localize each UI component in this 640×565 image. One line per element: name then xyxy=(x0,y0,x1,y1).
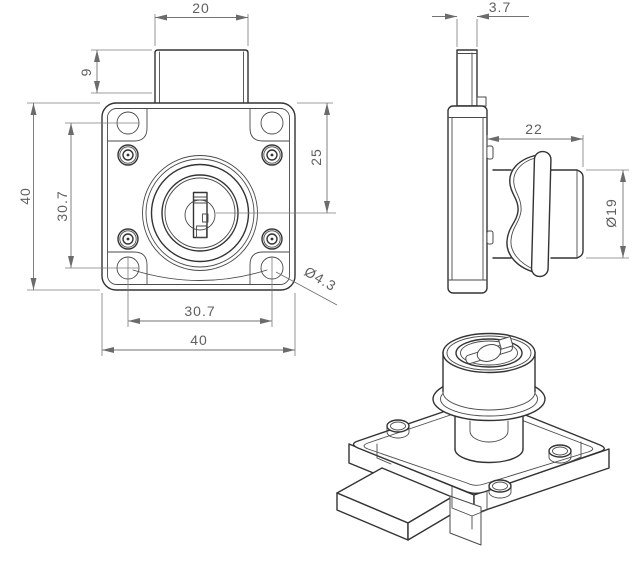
dim-cylinder-diameter: Ø19 xyxy=(586,169,629,259)
dim-label-latch-thickness: 3.7 xyxy=(489,0,511,15)
dim-label-plate-width: 40 xyxy=(190,332,208,348)
side-view: 3.7 22 Ø19 xyxy=(432,0,629,294)
plate-and-body-side xyxy=(447,105,494,294)
dim-latch-thickness: 3.7 xyxy=(432,0,529,47)
dim-tab-height: 9 xyxy=(78,49,152,94)
dim-label-tab-width: 20 xyxy=(192,0,210,16)
dim-label-hole-spacing-horizontal: 30.7 xyxy=(184,303,215,319)
keyhole xyxy=(184,191,216,239)
rivet xyxy=(117,228,139,250)
mounting-plate-front xyxy=(101,102,296,291)
wave-washer xyxy=(506,154,538,274)
iso-corner-tower xyxy=(449,495,482,546)
front-view: 20 9 40 30.7 25 Ø4.3 30.7 xyxy=(17,0,339,356)
dim-cylinder-length: 22 xyxy=(486,121,584,167)
boss xyxy=(488,479,512,499)
dim-label-cylinder-diameter: Ø19 xyxy=(603,198,619,227)
dim-hole-spacing-vertical: 30.7 xyxy=(54,122,139,269)
isometric-view xyxy=(336,332,610,546)
rivet xyxy=(261,144,283,166)
dim-label-cylinder-length: 22 xyxy=(525,121,543,137)
dim-tab-width: 20 xyxy=(154,0,249,46)
cylinder-barrel-side xyxy=(492,150,584,278)
iso-bosses xyxy=(386,419,572,499)
rivets xyxy=(117,144,283,250)
latch-tab-front xyxy=(154,49,249,112)
dim-label-hole-spacing-vertical: 30.7 xyxy=(54,190,70,221)
iso-latch-tab xyxy=(336,467,453,541)
dim-hole-spacing-horizontal: 30.7 xyxy=(127,257,273,327)
lock-cylinder-front xyxy=(142,155,336,271)
rivet xyxy=(117,144,139,166)
flange-washer-side xyxy=(530,150,552,278)
dim-plate-height: 40 xyxy=(17,102,100,291)
dim-center-from-top: 25 xyxy=(297,102,333,213)
latch-tab-side xyxy=(456,49,487,107)
iso-keyhole xyxy=(465,336,514,364)
boss xyxy=(548,444,572,464)
dim-label-center-from-top: 25 xyxy=(308,148,324,166)
dim-label-tab-height: 9 xyxy=(78,68,94,77)
boss xyxy=(386,419,410,439)
dim-label-corner-hole-diameter: Ø4.3 xyxy=(302,263,340,294)
iso-upper-barrel xyxy=(442,332,536,411)
rivet xyxy=(261,228,283,250)
dim-plate-width: 40 xyxy=(101,293,296,356)
dim-label-plate-height: 40 xyxy=(17,187,33,205)
